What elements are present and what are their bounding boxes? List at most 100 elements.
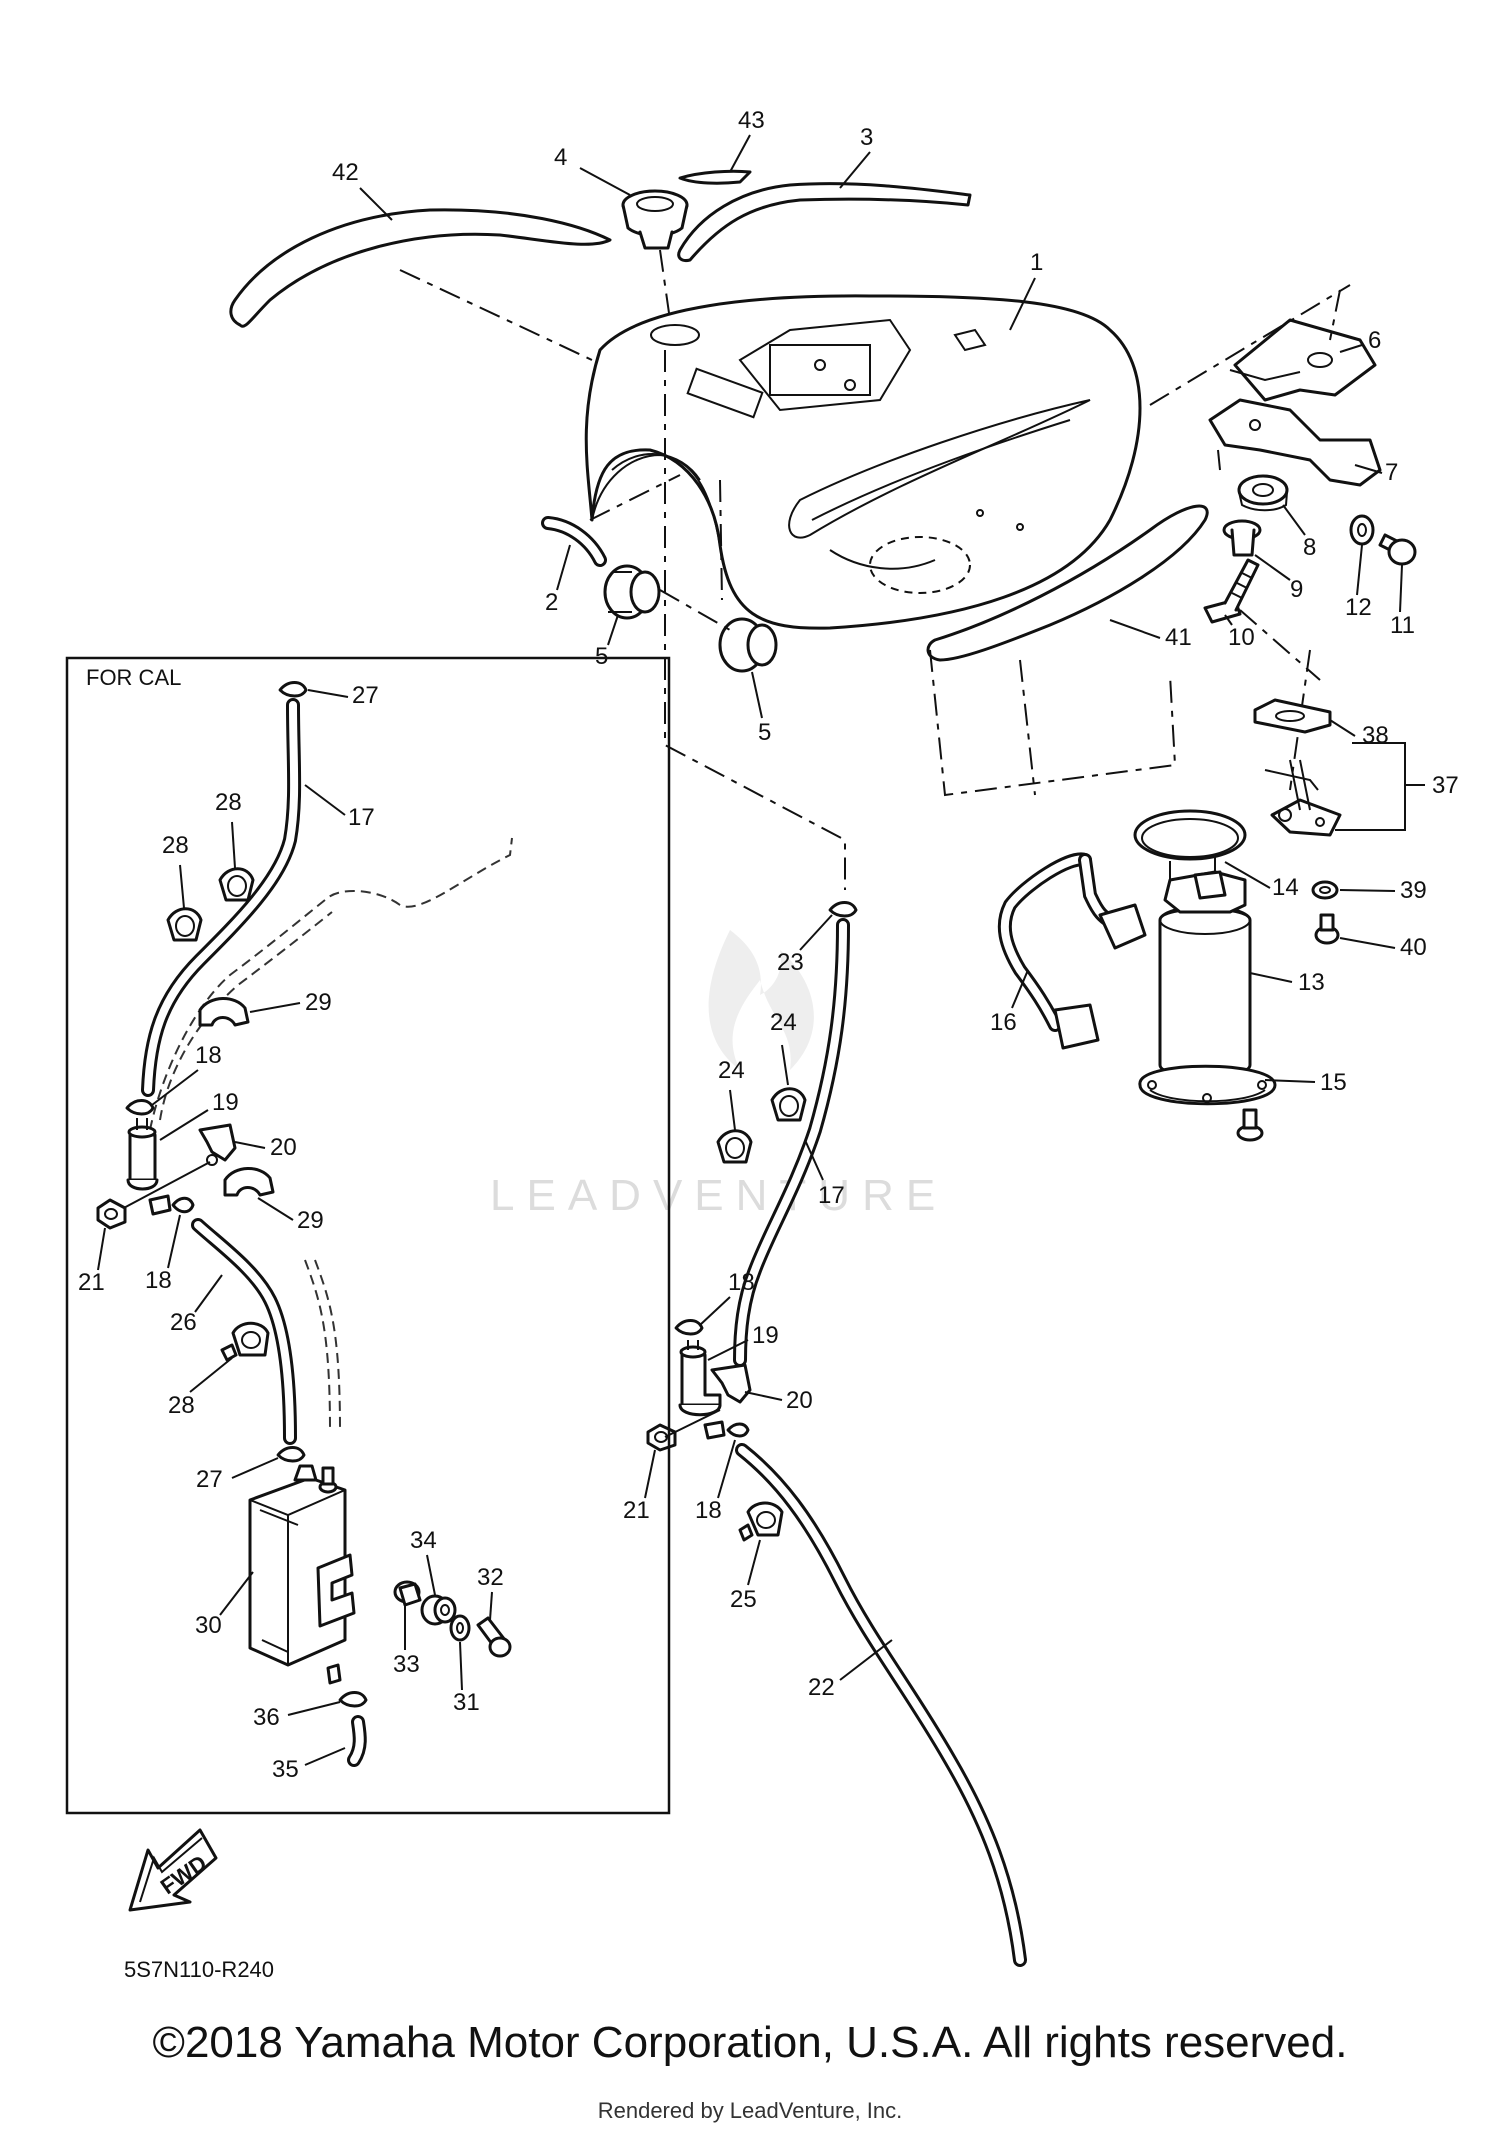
hose-clip-23[interactable]	[828, 901, 858, 918]
callout-33: 33	[393, 1651, 420, 1678]
hose-clip-36[interactable]	[338, 1691, 368, 1708]
damper-5-left[interactable]	[603, 564, 661, 620]
tank-side-trim-42[interactable]	[229, 208, 612, 328]
hose-clip-18-right-lower[interactable]	[703, 1420, 750, 1440]
fuel-sender-unit-37[interactable]	[1264, 759, 1342, 837]
grommet-8[interactable]	[1237, 474, 1289, 512]
callout-20b: 20	[786, 1387, 813, 1414]
valve-holder-20-left[interactable]	[198, 1123, 237, 1162]
callout-24a: 24	[718, 1057, 745, 1084]
callout-24b: 24	[770, 1009, 797, 1036]
callout-16: 16	[990, 1009, 1017, 1036]
callout-27b: 27	[196, 1466, 223, 1493]
hose-holder-29-upper[interactable]	[198, 997, 250, 1027]
tank-stay-7[interactable]	[1208, 398, 1382, 487]
callout-28b: 28	[215, 789, 242, 816]
hose-holder-29-lower[interactable]	[223, 1167, 275, 1197]
tank-bracket-6[interactable]	[1229, 318, 1377, 402]
drain-hose-22[interactable]	[735, 1443, 1027, 1967]
screw-40[interactable]	[1314, 913, 1340, 945]
hose-clamp-28-upper[interactable]	[218, 867, 255, 902]
callout-5a: 5	[595, 643, 608, 670]
callout-1: 1	[1030, 249, 1043, 276]
callout-42: 42	[332, 159, 359, 186]
callout-17b: 17	[818, 1182, 845, 1209]
screw-15[interactable]	[1236, 1108, 1264, 1142]
watermark: LEADVENTURE	[490, 930, 935, 1220]
washer-31[interactable]	[449, 1614, 471, 1642]
callout-34: 34	[410, 1527, 437, 1554]
callout-25: 25	[730, 1586, 757, 1613]
callout-11: 11	[1390, 612, 1415, 639]
callout-18a: 18	[195, 1042, 222, 1069]
cap-cover-pad-43[interactable]	[678, 169, 752, 185]
fuel-cap-4[interactable]	[621, 189, 689, 250]
callout-6: 6	[1368, 327, 1381, 354]
drain-hose-35[interactable]	[347, 1715, 367, 1767]
hose-clip-27-top[interactable]	[278, 681, 308, 698]
rollover-valve-19-right[interactable]	[678, 1340, 722, 1417]
rollover-valve-19-left[interactable]	[126, 1118, 159, 1191]
callout-17a: 17	[348, 804, 375, 831]
bolt-32[interactable]	[476, 1616, 512, 1658]
tank-lower-trim-41[interactable]	[926, 504, 1209, 662]
vent-hose-17-left[interactable]	[141, 698, 302, 1097]
washer-39[interactable]	[1311, 880, 1339, 900]
vent-hose-17-right[interactable]	[733, 918, 850, 1367]
pump-gasket-ring-14[interactable]	[1133, 809, 1247, 880]
callout-40: 40	[1400, 934, 1427, 961]
copyright-notice: ©2018 Yamaha Motor Corporation, U.S.A. A…	[152, 2018, 1348, 2067]
callout-37: 37	[1432, 772, 1459, 799]
hose-clip-18-right-upper[interactable]	[674, 1319, 704, 1336]
watermark-flame-logo	[708, 930, 814, 1070]
washer-12[interactable]	[1349, 514, 1375, 546]
hose-clip-18-left-lower[interactable]	[148, 1194, 195, 1216]
gasket-38[interactable]	[1253, 698, 1332, 734]
charcoal-canister-30[interactable]	[248, 1464, 356, 1685]
breather-hose-2[interactable]	[541, 516, 607, 567]
hose-clip-27-bottom[interactable]	[276, 1446, 306, 1463]
callout-36: 36	[253, 1704, 280, 1731]
hose-clamp-28-mid[interactable]	[166, 907, 203, 942]
nut-21-left[interactable]	[96, 1198, 127, 1230]
nut-21-right[interactable]	[646, 1423, 677, 1452]
damper-5-right[interactable]	[718, 617, 778, 673]
callout-13: 13	[1298, 969, 1325, 996]
callout-39: 39	[1400, 877, 1427, 904]
callout-23: 23	[777, 949, 804, 976]
callout-10: 10	[1228, 624, 1255, 651]
callout-15: 15	[1320, 1069, 1347, 1096]
pump-hose-16[interactable]	[997, 852, 1147, 1050]
hose-clamp-24-upper[interactable]	[770, 1087, 807, 1122]
callout-27a: 27	[352, 682, 379, 709]
callout-29a: 29	[305, 989, 332, 1016]
callout-18d: 18	[695, 1497, 722, 1524]
callout-18c: 18	[728, 1269, 755, 1296]
inset-label: FOR CAL	[86, 665, 181, 690]
callout-41: 41	[1165, 624, 1192, 651]
valve-holder-20-right[interactable]	[710, 1363, 752, 1404]
callout-19b: 19	[752, 1322, 779, 1349]
fuel-pump-13[interactable]	[1138, 870, 1277, 1106]
tank-top-trim-3[interactable]	[677, 182, 972, 262]
callout-43: 43	[738, 107, 765, 134]
rendered-by-notice: Rendered by LeadVenture, Inc.	[597, 2098, 903, 2123]
collar-33[interactable]	[393, 1580, 422, 1607]
callout-32: 32	[477, 1564, 504, 1591]
callout-22: 22	[808, 1674, 835, 1701]
callout-9: 9	[1290, 576, 1303, 603]
diagram-code: 5S7N110-R240	[124, 1957, 274, 1982]
grommet-34[interactable]	[420, 1594, 457, 1626]
bolt-10[interactable]	[1203, 558, 1260, 624]
canister-hose-26[interactable]	[191, 1218, 297, 1445]
fuel-tank[interactable]	[584, 294, 1142, 630]
callout-21a: 21	[78, 1269, 105, 1296]
screw-11[interactable]	[1378, 533, 1417, 566]
hose-clip-18-left-upper[interactable]	[125, 1099, 155, 1116]
callout-5b: 5	[758, 719, 771, 746]
callout-30: 30	[195, 1612, 222, 1639]
collar-9[interactable]	[1222, 519, 1262, 557]
hose-clamp-24-lower[interactable]	[716, 1129, 753, 1164]
hose-clamp-25[interactable]	[738, 1501, 784, 1542]
hose-clamp-28-lower[interactable]	[220, 1321, 270, 1362]
